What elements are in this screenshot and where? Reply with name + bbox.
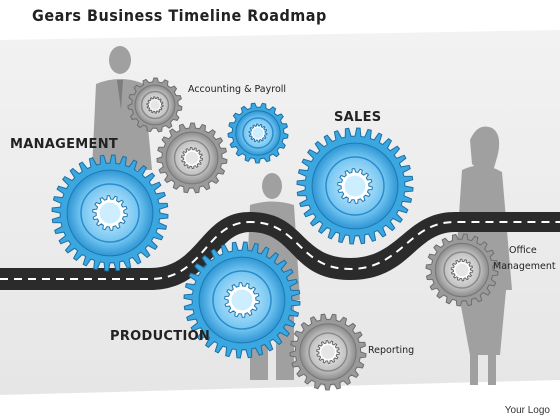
gear-sales-blue — [296, 127, 414, 245]
label-production: PRODUCTION — [110, 329, 211, 344]
label-reporting: Reporting — [368, 345, 415, 356]
gear-accounting-small — [127, 77, 183, 133]
logo-text: Your Logo — [504, 405, 550, 416]
page-title: Gears Business Timeline Roadmap — [32, 6, 327, 25]
gear-office-gray — [425, 233, 499, 307]
gear-reporting-gray — [289, 313, 367, 391]
gear-management-blue — [51, 154, 169, 272]
gear-management-gray — [156, 122, 228, 194]
gear-production-blue — [183, 241, 301, 359]
label-office-line2: Management — [493, 261, 556, 272]
label-accounting-payroll: Accounting & Payroll — [188, 84, 287, 95]
label-office-line1: Office — [509, 245, 537, 256]
gear-accounting-blue — [227, 102, 289, 164]
label-sales: SALES — [334, 110, 382, 125]
road — [0, 212, 560, 290]
label-management: MANAGEMENT — [10, 137, 119, 152]
